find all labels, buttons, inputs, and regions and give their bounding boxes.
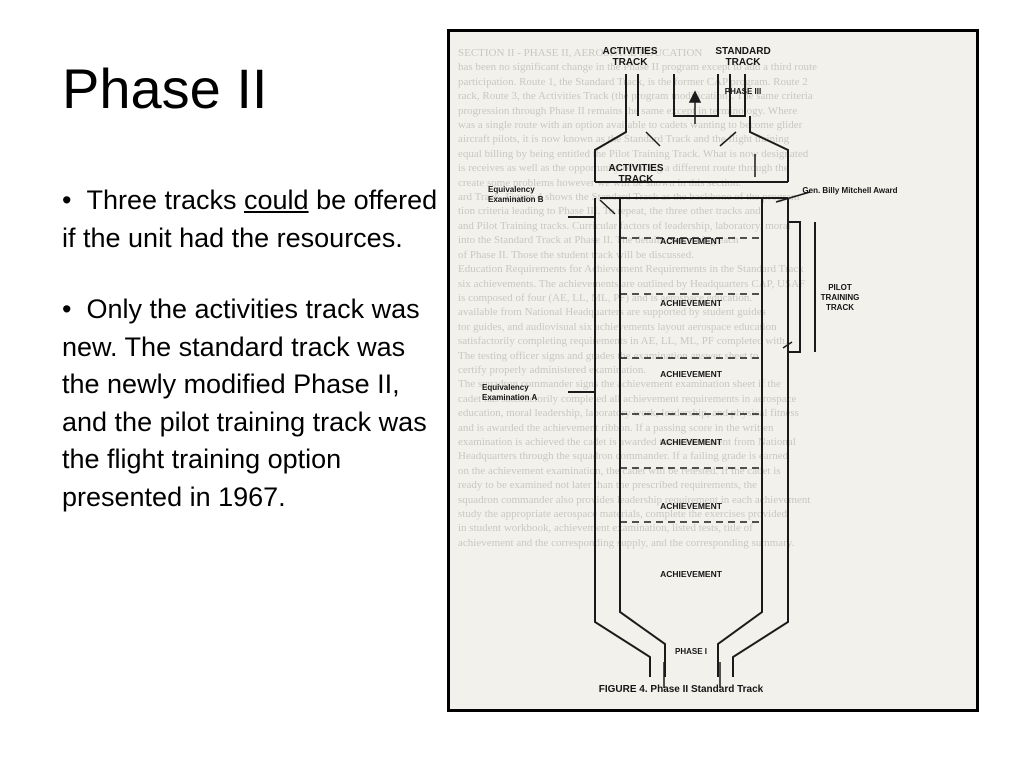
- background-scan-line: on the achievement examination, the cade…: [458, 464, 781, 477]
- background-scan-line: participation. Route 1, the Standard Tra…: [458, 75, 808, 88]
- background-scan-line: is receives as well as the opportunity o…: [458, 162, 789, 175]
- background-scan-line: and Pilot Training tracks. Curricular fa…: [458, 219, 791, 232]
- bullet-marker: •: [62, 294, 72, 324]
- background-scan-line: six achievements. The achievements are o…: [458, 277, 806, 290]
- label-achievement-6: ACHIEVEMENT: [660, 569, 723, 579]
- label-pilot-1: PILOT: [828, 283, 852, 292]
- label-phase-i: PHASE I: [675, 647, 707, 656]
- bullet-rest-text: be offered if the unit had the resources…: [62, 185, 438, 253]
- label-achievement-2: ACHIEVEMENT: [660, 298, 723, 308]
- background-scan-line: is composed of four (AE, LL, ML, PF) and…: [458, 291, 753, 304]
- background-scan-line: tor guides, and audiovisual six achievem…: [458, 320, 777, 333]
- track-diagram: ACTIVITIES TRACK STANDARD TRACK PHASE II…: [482, 46, 898, 695]
- label-standard-track-2: TRACK: [726, 57, 762, 68]
- background-scan-line: study the appropriate aerospace material…: [458, 508, 787, 520]
- background-scan-line: aircraft pilots, it is now known as the …: [458, 133, 790, 146]
- bullet-marker: •: [62, 185, 72, 215]
- bullet-body-text: Only the activities track was new. The s…: [62, 294, 427, 512]
- label-activities-track-mid-1: ACTIVITIES: [608, 163, 663, 174]
- background-scan-line: has been no significant change in the Ph…: [458, 61, 817, 74]
- label-achievement-4: ACHIEVEMENT: [660, 437, 723, 447]
- label-activities-track-top-2: TRACK: [613, 57, 649, 68]
- bullet-activities-track: • Only the activities track was new. The…: [62, 291, 447, 516]
- background-scan-line: ready to be examined not later than the …: [458, 479, 758, 492]
- label-equivalency-b-2: Examination B: [488, 195, 544, 204]
- label-achievement-1: ACHIEVEMENT: [660, 236, 723, 246]
- background-scan-line: The squadron commander signs the achieve…: [458, 378, 781, 391]
- background-scan-line: tion criteria leading to Phase III. To r…: [458, 205, 761, 218]
- background-scan-line: certify properly administered examinatio…: [458, 363, 647, 376]
- label-standard-track-1: STANDARD: [715, 46, 770, 57]
- label-equivalency-a-1: Equivalency: [482, 383, 529, 392]
- background-scan-line: equal billing by being entitled the Pilo…: [458, 147, 809, 160]
- label-pilot-3: TRACK: [826, 303, 854, 312]
- label-activities-track-top-1: ACTIVITIES: [602, 46, 657, 57]
- background-scan-line: examination is achieved the cadet is awa…: [458, 435, 796, 448]
- bullet-three-tracks: • Three tracks could be offered if the u…: [62, 182, 447, 257]
- slide-title: Phase II: [62, 57, 268, 120]
- background-scan-line: into the Standard Track at Phase II. The…: [458, 234, 739, 247]
- label-achievement-5: ACHIEVEMENT: [660, 501, 723, 511]
- bullet-lead-text: Three tracks: [86, 185, 245, 215]
- background-scan-line: achievement and the corresponding supply…: [458, 536, 795, 549]
- background-scan-line: Education Requirements for Achievement R…: [458, 263, 804, 276]
- background-scan-line: Headquarters through the squadron comman…: [458, 450, 789, 463]
- bullet-list: • Three tracks could be offered if the u…: [62, 182, 447, 550]
- label-equivalency-a-2: Examination A: [482, 393, 537, 402]
- background-scan-line: satisfactorily completing requirements i…: [458, 335, 788, 348]
- background-scan-line: squadron commander also provides leaders…: [458, 493, 811, 506]
- background-scan-line: and is awarded the achievement ribbon. I…: [458, 421, 774, 434]
- label-achievement-3: ACHIEVEMENT: [660, 369, 723, 379]
- background-scan-line: in student workbook, achievement examina…: [458, 522, 753, 535]
- label-mitchell-award: Gen. Billy Mitchell Award: [802, 186, 897, 195]
- background-scan-line: progression through Phase II remains the…: [458, 104, 798, 117]
- background-scan-line: SECTION II - PHASE II, AEROSPACE EDUCATI…: [458, 47, 703, 59]
- figure-scan: SECTION II - PHASE II, AEROSPACE EDUCATI…: [447, 29, 979, 712]
- label-activities-track-mid-2: TRACK: [619, 174, 655, 185]
- background-scan-line: education, moral leadership, laboratory …: [458, 407, 799, 420]
- label-pilot-2: TRAINING: [821, 293, 860, 302]
- emphasis-could: could: [244, 185, 309, 215]
- label-equivalency-b-1: Equivalency: [488, 185, 535, 194]
- background-scan-line: available from National Headquarters are…: [458, 306, 766, 319]
- label-phase-iii: PHASE III: [725, 87, 761, 96]
- figure-caption: FIGURE 4. Phase II Standard Track: [599, 684, 764, 695]
